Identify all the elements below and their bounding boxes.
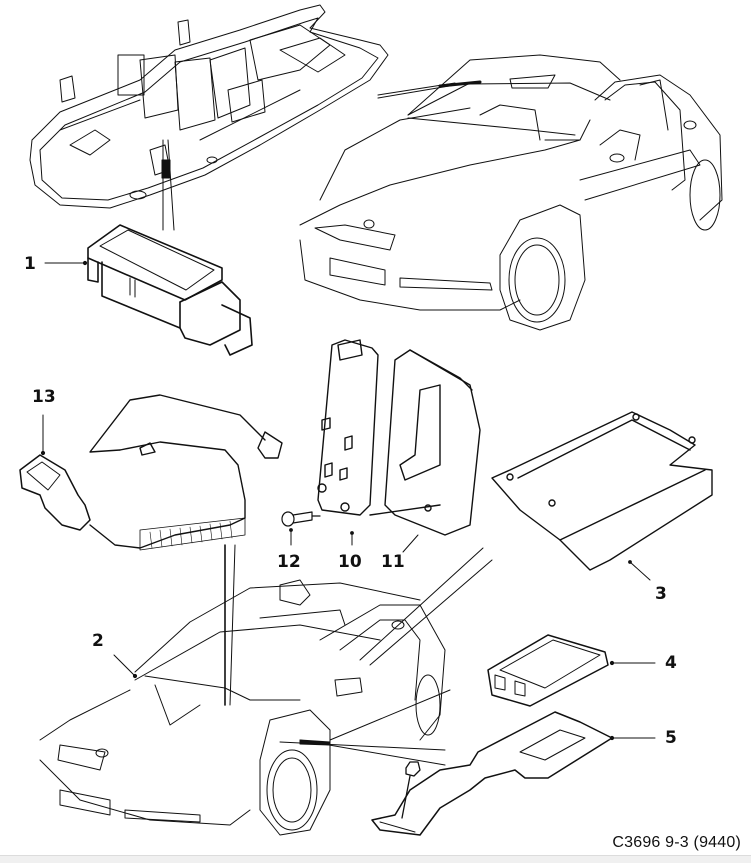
coiled-cable-drawing bbox=[90, 395, 282, 550]
callout-5: 5 bbox=[665, 728, 677, 748]
module-4-drawing bbox=[488, 635, 608, 706]
callout-12: 12 bbox=[277, 552, 301, 572]
callout-10: 10 bbox=[338, 552, 362, 572]
sedan-bottom-drawing bbox=[40, 545, 450, 835]
phone-holder-cover-11-drawing bbox=[370, 350, 480, 535]
callout-13: 13 bbox=[32, 387, 56, 407]
callout-1-leader bbox=[45, 261, 87, 264]
callout-4-leader bbox=[610, 661, 655, 664]
module-1-drawing bbox=[88, 225, 252, 355]
handset-13-drawing bbox=[20, 455, 90, 530]
callout-11: 11 bbox=[381, 552, 405, 572]
leader-lines-console bbox=[162, 140, 174, 230]
roof-console-drawing bbox=[30, 5, 388, 208]
callout-3: 3 bbox=[655, 584, 667, 604]
diagram-caption: C3696 9-3 (9440) bbox=[612, 834, 741, 851]
callout-1: 1 bbox=[24, 254, 36, 274]
phone-holder-base-10-drawing bbox=[318, 340, 378, 515]
control-unit-3-drawing bbox=[492, 412, 712, 570]
callout-2-leader bbox=[114, 655, 137, 678]
sedan-top-drawing bbox=[300, 55, 722, 330]
leader-lines-sedan-bottom bbox=[280, 548, 492, 765]
callout-13-leader bbox=[41, 415, 44, 455]
callout-10-11-12-leaders bbox=[290, 529, 418, 552]
callout-5-leader bbox=[610, 736, 655, 739]
bracket-5-nut-drawing bbox=[402, 762, 420, 818]
callout-2: 2 bbox=[92, 631, 104, 651]
bracket-5-drawing bbox=[372, 712, 612, 835]
screw-12-drawing bbox=[282, 512, 320, 526]
callout-4: 4 bbox=[665, 653, 677, 673]
callout-3-leader bbox=[629, 561, 650, 580]
footer-bar bbox=[0, 855, 751, 863]
